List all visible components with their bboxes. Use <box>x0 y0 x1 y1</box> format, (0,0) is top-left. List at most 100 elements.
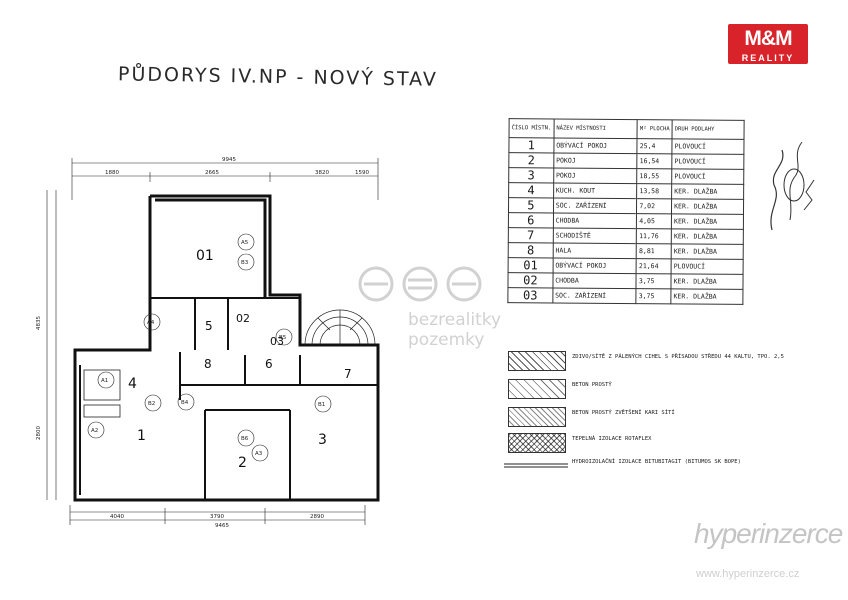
dim-left: 2800 <box>36 426 42 440</box>
room-number: 4 <box>508 182 554 198</box>
room-floor: KER. DLAŽBA <box>671 228 744 245</box>
hyperinzerce-watermark: hyperinzerce <box>694 518 843 549</box>
table-header-row: ČÍSLO MÍSTN. NÁZEV MÍSTNOSTI M² PLOCHA D… <box>509 118 745 140</box>
finish-tag-label: A5 <box>241 240 249 246</box>
room-label: 6 <box>265 357 273 371</box>
room-label: 4 <box>128 376 137 392</box>
legend-text: ZDIVO/SÍTĚ Z PÁLENÝCH CIHEL S PŘÍSADOU S… <box>572 354 784 360</box>
room-area: 25,4 <box>637 138 673 154</box>
finish-tag: B4 <box>177 393 195 411</box>
room-schedule-table: ČÍSLO MÍSTN. NÁZEV MÍSTNOSTI M² PLOCHA D… <box>507 118 745 305</box>
room-name: OBÝVACÍ POKOJ <box>553 137 638 154</box>
room-label: 3 <box>318 432 327 448</box>
room-number: 8 <box>508 242 554 258</box>
dim-bottom-total: 9465 <box>215 523 229 529</box>
room-area: 13,58 <box>636 183 672 199</box>
legend-swatch <box>508 379 566 399</box>
material-legend: ZDIVO/SÍTĚ Z PÁLENÝCH CIHEL S PŘÍSADOU S… <box>500 345 830 475</box>
room-number: 1 <box>508 137 554 153</box>
finish-tag-label: A3 <box>255 451 263 457</box>
room-label: 03 <box>270 335 284 348</box>
room-name: KUCH. KOUT <box>553 182 638 199</box>
center-watermark: bezrealitky pozemky <box>352 258 542 350</box>
room-name: CHODBA <box>552 272 637 289</box>
dim-left: 4835 <box>36 316 42 330</box>
room-area: 4,05 <box>636 213 672 229</box>
finish-tag: A3 <box>251 444 269 462</box>
table-row: 01 OBÝVACÍ POKOJ 21,64 PLOVOUCÍ <box>508 257 744 275</box>
legend-swatch <box>508 407 566 427</box>
col-header: M² PLOCHA <box>637 119 673 139</box>
col-header: ČÍSLO MÍSTN. <box>509 118 554 138</box>
table-row: 7 SCHODIŠTĚ 11,76 KER. DLAŽBA <box>508 227 744 245</box>
room-floor: PLOVOUCÍ <box>671 258 744 275</box>
room-label: 2 <box>238 455 247 471</box>
finish-tag-label: A1 <box>101 378 108 384</box>
room-name: SOC. ZAŘÍZENÍ <box>553 197 637 214</box>
room-label: 02 <box>236 312 250 325</box>
finish-tag-label: B4 <box>181 400 189 406</box>
signature-stamp <box>770 141 815 231</box>
table-row: 02 CHODBA 3,75 KER. DLAŽBA <box>507 272 744 290</box>
room-area: 21,64 <box>636 258 672 274</box>
finish-tag: B3 <box>237 253 255 271</box>
room-number: 2 <box>508 152 554 168</box>
room-label: 1 <box>137 428 146 444</box>
logo-sub: REALITY <box>741 53 795 63</box>
room-floor: KER. DLAŽBA <box>671 213 744 230</box>
legend-text: HYDROIZOLAČNÍ IZOLACE BITUBITAGIT (BITUM… <box>572 459 741 465</box>
dim-bottom-seg: 4040 <box>110 514 124 520</box>
legend-row: TEPELNÁ IZOLACE ROTAFLEX <box>500 433 830 455</box>
hyperinzerce-url: www.hyperinzerce.cz <box>696 568 800 580</box>
legend-row: ZDIVO/SÍTĚ Z PÁLENÝCH CIHEL S PŘÍSADOU S… <box>500 351 830 373</box>
legend-row: BETON PROSTÝ ZVĚTŠENÍ KARI SÍTÍ <box>500 407 830 429</box>
table-row: 6 CHODBA 4,05 KER. DLAŽBA <box>508 212 744 230</box>
room-label: 01 <box>196 248 214 264</box>
watermark-text: bezrealitky pozemky <box>408 310 502 350</box>
finish-tag-label: B5 <box>279 335 287 341</box>
finish-tag-label: B2 <box>148 401 155 407</box>
room-name: POKOJ <box>553 152 638 169</box>
room-floor: PLOVOUCÍ <box>672 138 745 155</box>
legend-text: BETON PROSTÝ ZVĚTŠENÍ KARI SÍTÍ <box>572 410 675 416</box>
room-number: 3 <box>508 167 554 183</box>
room-name: POKOJ <box>553 167 638 184</box>
legend-text: TEPELNÁ IZOLACE ROTAFLEX <box>572 436 652 442</box>
table-row: 3 POKOJ 18,55 PLOVOUCÍ <box>508 167 744 185</box>
table-row: 5 SOC. ZAŘÍZENÍ 7,02 KER. DLAŽBA <box>508 197 744 215</box>
room-floor: PLOVOUCÍ <box>671 168 744 185</box>
legend-row: BETON PROSTÝ <box>500 379 830 401</box>
table-row: 2 POKOJ 16,54 PLOVOUCÍ <box>508 152 744 170</box>
room-number: 5 <box>508 197 554 213</box>
room-area: 3,75 <box>636 288 672 304</box>
dim-top-seg: 1590 <box>355 170 369 176</box>
legend-swatch <box>508 433 566 453</box>
finish-tag-label: B3 <box>241 260 249 266</box>
dim-bottom-seg: 3790 <box>210 514 224 520</box>
dim-bottom-seg: 2890 <box>310 514 324 520</box>
finish-tag: A2 <box>87 421 105 439</box>
table-row: 4 KUCH. KOUT 13,58 KER. DLAŽBA <box>508 182 744 200</box>
room-area: 18,55 <box>637 168 672 184</box>
room-floor: KER. DLAŽBA <box>671 243 744 260</box>
dim-top-seg: 1880 <box>105 170 119 176</box>
room-name: HALA <box>552 242 637 259</box>
dim-top-seg: 3820 <box>315 170 329 176</box>
room-floor: KER. DLAŽBA <box>670 288 743 305</box>
logo-brand: M&M <box>744 27 792 50</box>
room-label: 5 <box>205 319 213 333</box>
finish-tag-label: B1 <box>318 402 325 408</box>
room-name: SOC. ZAŘÍZENÍ <box>552 287 637 304</box>
finish-tag: B6 <box>237 429 255 447</box>
dim-top-seg: 2665 <box>205 170 219 176</box>
finish-tag: A5 <box>237 233 255 251</box>
legend-swatch <box>508 351 566 371</box>
room-area: 11,76 <box>636 228 672 244</box>
room-number: 7 <box>508 227 554 243</box>
finish-tag-label: A4 <box>147 320 155 326</box>
room-area: 16,54 <box>637 153 673 169</box>
table-row: 1 OBÝVACÍ POKOJ 25,4 PLOVOUCÍ <box>508 137 745 155</box>
room-name: CHODBA <box>553 212 637 229</box>
room-label: 8 <box>204 357 212 371</box>
